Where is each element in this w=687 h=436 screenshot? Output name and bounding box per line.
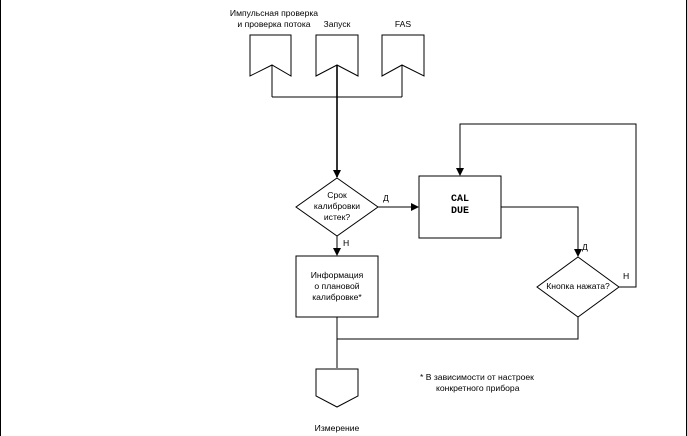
expired-line-2: калибровки (313, 201, 361, 211)
planned-line-1: Информация (310, 270, 364, 280)
branch-yes-expired: Д (383, 193, 389, 203)
footnote: * В зависимости от настроек конкретного … (420, 372, 534, 394)
arrow-cal-due-to-button-decision (501, 206, 582, 257)
process-cal-due-label: CAL DUE (419, 194, 501, 218)
process-planned-calibration-label: Информация о плановой калибровке* (296, 270, 378, 303)
branch-yes-button: Д (582, 242, 588, 252)
cal-due-line-1: CAL (450, 194, 469, 205)
footnote-line-2: конкретного прибора (436, 383, 520, 393)
process-planned-calibration (295, 255, 379, 318)
planned-line-2: о плановой (314, 281, 360, 291)
expired-line-1: Срок (327, 190, 347, 200)
branch-no-button: Н (623, 271, 630, 281)
decision-button-pressed-label: Кнопка нажата? (546, 281, 610, 291)
input-label-start: Запуск (323, 19, 351, 29)
pulse-check-line-1: Импульсная проверка (229, 8, 319, 18)
output-connector-measurement (315, 368, 359, 408)
branch-no-expired: Н (343, 238, 350, 248)
input-label-fas: FAS (394, 19, 412, 29)
cal-due-line-2: DUE (450, 206, 469, 217)
pulse-check-line-2: и проверка потока (237, 19, 311, 29)
loop-no-back-to-cal-due (456, 123, 637, 288)
left-page-edge (0, 0, 1, 436)
decision-calibration-expired-label: Срок калибровки истек? (307, 190, 367, 223)
process-cal-due (418, 175, 502, 239)
input-connector-pulse-check (249, 34, 292, 77)
input-connector-start (315, 34, 359, 77)
footnote-line-1: * В зависимости от настроек (420, 372, 534, 382)
input-connector-fas (381, 34, 425, 77)
output-label-measurement: Измерение (314, 423, 360, 433)
input-label-pulse-check: Импульсная проверка и проверка потока (214, 8, 334, 30)
expired-line-3: истек? (323, 212, 351, 222)
planned-line-3: калибровке* (312, 292, 362, 302)
merge-to-measurement (336, 317, 579, 368)
